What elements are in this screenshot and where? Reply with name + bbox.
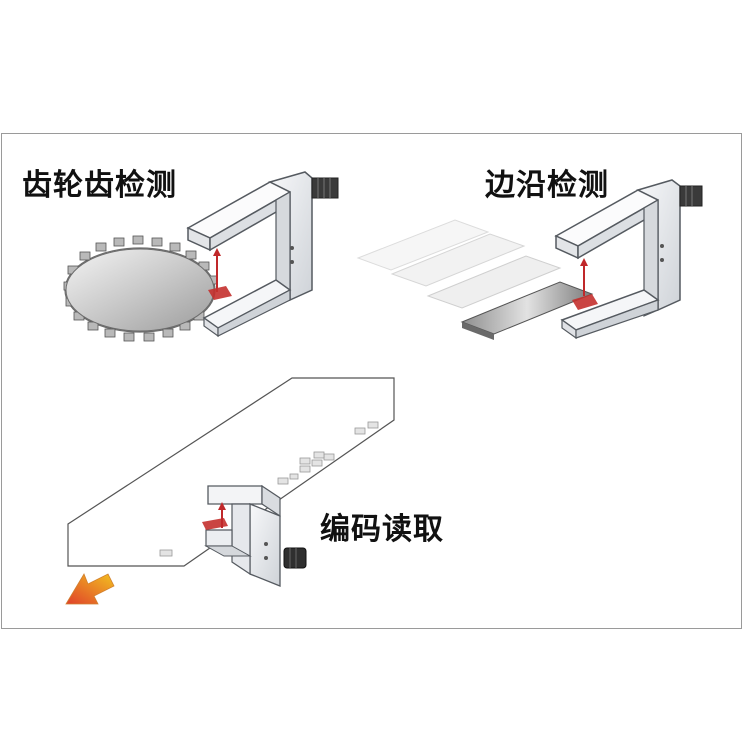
code-sensor — [202, 486, 306, 586]
edge-illustration — [358, 180, 702, 340]
direction-arrow-icon — [66, 574, 114, 604]
gear-sensor — [188, 172, 338, 336]
gear-illustration — [64, 172, 338, 341]
edge-sensor — [556, 180, 702, 338]
code-reading-illustration — [66, 378, 394, 604]
gear-disc — [64, 236, 217, 341]
